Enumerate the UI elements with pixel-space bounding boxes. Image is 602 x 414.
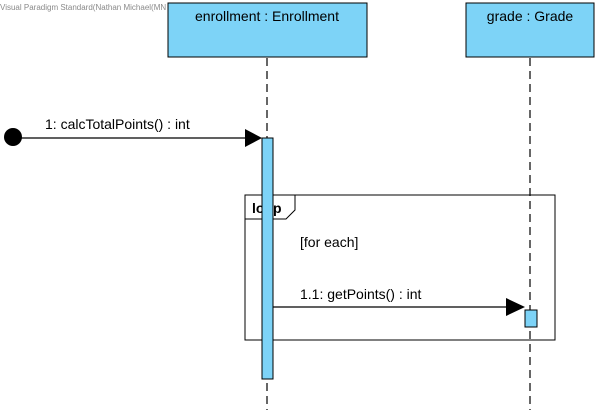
message-1-label: 1: calcTotalPoints() : int bbox=[45, 116, 190, 132]
grade-lifeline-box bbox=[465, 2, 595, 58]
loop-fragment-frame bbox=[244, 194, 556, 341]
loop-fragment[interactable]: loop [for each] bbox=[244, 194, 556, 341]
loop-guard-label: [for each] bbox=[300, 234, 358, 250]
found-message-origin bbox=[4, 128, 22, 146]
grade-lifeline-label: grade : Grade bbox=[487, 8, 574, 24]
enrollment-activation-bar[interactable] bbox=[261, 137, 274, 380]
grade-activation-bar[interactable] bbox=[524, 309, 538, 328]
enrollment-lifeline-box bbox=[167, 2, 368, 58]
enrollment-lifeline-label: enrollment : Enrollment bbox=[195, 8, 339, 24]
message-get-points[interactable]: 1.1: getPoints() : int bbox=[273, 286, 525, 316]
lifeline-enrollment[interactable]: enrollment : Enrollment bbox=[167, 2, 368, 58]
watermark-text: Visual Paradigm Standard(Nathan Michael(… bbox=[0, 3, 301, 12]
message-calc-total-points[interactable]: 1: calcTotalPoints() : int bbox=[20, 116, 262, 147]
message-1-1-label: 1.1: getPoints() : int bbox=[300, 286, 422, 302]
message-1-1-arrowhead bbox=[506, 298, 525, 316]
lifeline-grade[interactable]: grade : Grade bbox=[465, 2, 595, 58]
message-1-arrowhead bbox=[245, 129, 262, 147]
